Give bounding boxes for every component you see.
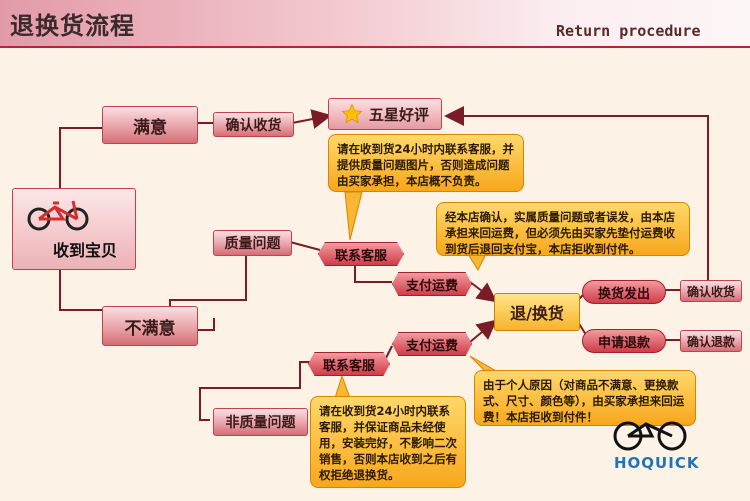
five-star-label: 五星好评	[368, 105, 429, 124]
contact-service-1: 联系客服	[318, 242, 404, 266]
return-exchange-node: 退/换货	[494, 293, 580, 331]
confirm-receipt-top: 确认收货	[213, 112, 294, 137]
non-quality-issue-node: 非质量问题	[213, 408, 308, 436]
unsatisfied-node: 不满意	[102, 306, 198, 346]
quality-contact-note: 请在收到货24小时内联系客服，并提供质量问题图片，否则造成问题由买家承担，本店概…	[328, 134, 524, 192]
apply-refund-node: 申请退款	[582, 329, 666, 353]
header-bar	[0, 0, 750, 46]
received-node: 收到宝贝	[12, 188, 136, 270]
store-confirm-note: 经本店确认，实属质量问题或者误发，由本店承担来回运费，但必须先由买家先垫付运费收…	[436, 202, 690, 256]
bicycle-icon	[27, 200, 89, 231]
star-icon	[341, 103, 363, 124]
page-title: 退换货流程	[10, 12, 135, 40]
exchange-ship-node: 换货发出	[582, 280, 666, 304]
pay-shipping-2: 支付运费	[392, 332, 472, 356]
personal-reason-note: 由于个人原因（对商品不满意、更换款式、尺寸、颜色等），由买家承担来回运费！本店拒…	[474, 370, 696, 426]
quality-issue-node: 质量问题	[213, 230, 292, 256]
confirm-receipt-right: 确认收货	[680, 280, 742, 302]
satisfied-node: 满意	[102, 106, 198, 144]
confirm-refund-node: 确认退款	[680, 330, 742, 352]
pay-shipping-1: 支付运费	[392, 272, 472, 296]
logo-text: HOQUICK	[614, 454, 700, 472]
non-quality-contact-note: 请在收到货24小时内联系客服，并保证商品未经使用，安装完好，不影响二次销售，否则…	[310, 396, 466, 488]
page-subtitle: Return procedure	[556, 22, 701, 40]
header-divider	[0, 46, 750, 48]
received-label: 收到宝贝	[52, 241, 117, 260]
contact-service-2: 联系客服	[308, 352, 390, 376]
logo-bicycle-icon	[613, 421, 687, 451]
five-star-node: 五星好评	[328, 98, 442, 130]
